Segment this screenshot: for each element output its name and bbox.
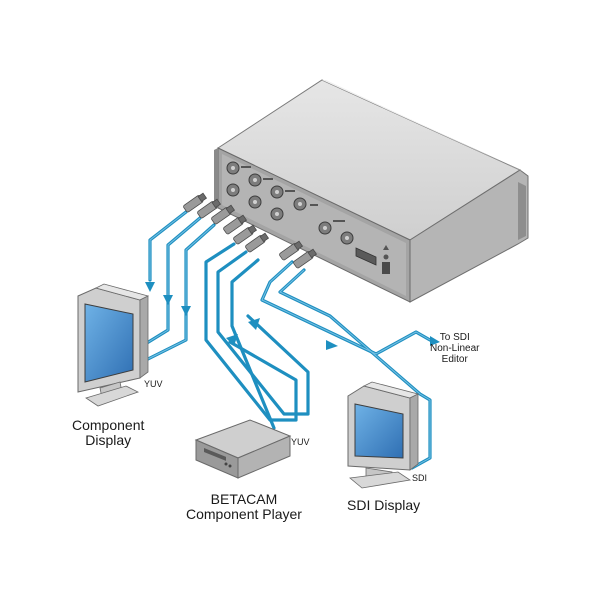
bnc-plugs [183,192,318,269]
sdi-editor-label-line2: Non-Linear [430,343,480,354]
arrow-down-icon [163,295,173,305]
video-processor-device [214,79,529,303]
component-display-label-line2: Display [85,432,132,449]
cable-betacam-2 [216,250,310,416]
betacam-deck [194,419,292,479]
signal-arrows [145,282,440,350]
component-display-label-line1: Component [72,417,145,433]
arrow-left-icon [248,318,260,330]
cable-betacam-3 [230,258,276,430]
component-display-label: Component Display [72,417,145,449]
sdi-editor-label: To SDI Non-Linear Editor [430,332,479,365]
sdi-cable-label: SDI [412,473,428,483]
arrow-left-icon [226,334,238,346]
betacam-player-label-line1: BETACAM [210,491,278,507]
arrow-down-icon [145,282,155,292]
arrow-right-icon [326,340,338,350]
betacam-player-label-line2: Component Player [186,506,302,523]
arrow-right-icon [430,336,440,346]
betacam-player-label: BETACAM Component Player [186,491,302,523]
yuv-display-label: YUV [144,379,163,389]
sdi-editor-label-line1: To SDI [439,332,470,343]
sdi-monitor [347,381,420,489]
arrow-down-icon [181,306,191,316]
yuv-player-label: YUV [291,437,310,447]
crt-monitor-component [77,283,150,407]
sdi-display-label: SDI Display [347,497,421,513]
sdi-editor-label-line3: Editor [441,354,468,365]
